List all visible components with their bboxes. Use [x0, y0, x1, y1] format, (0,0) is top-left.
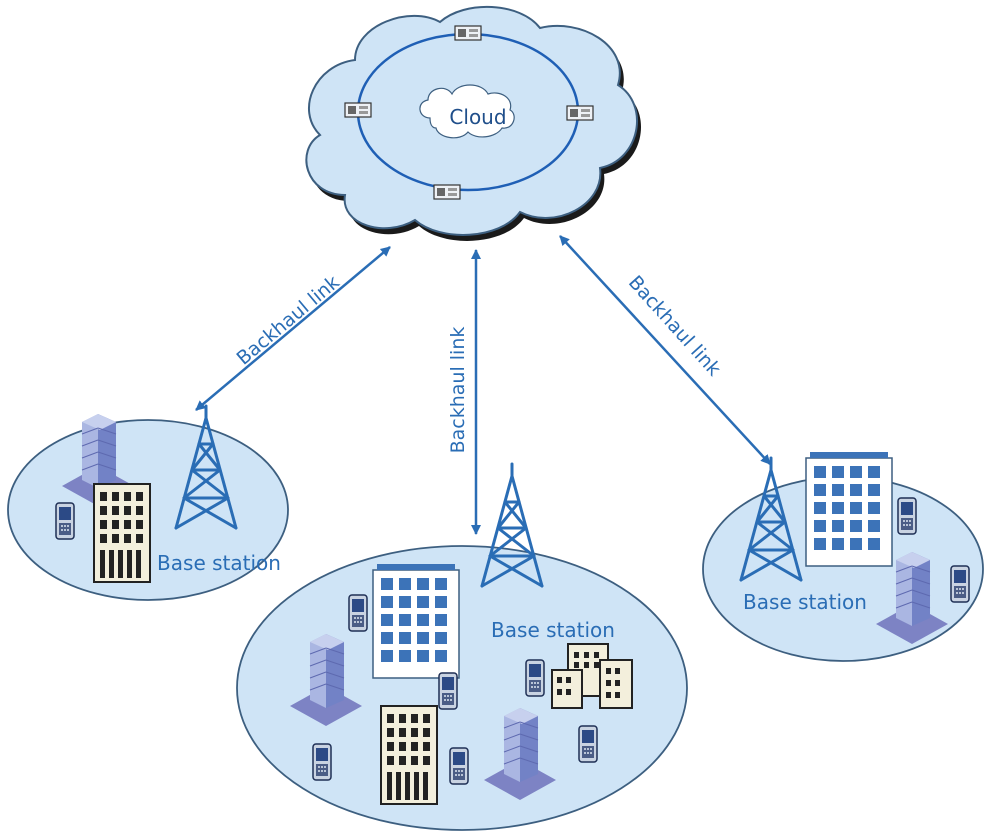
router-icon — [344, 102, 372, 118]
base-station-label-right: Base station — [743, 590, 867, 614]
cloud-label: Cloud — [449, 105, 506, 129]
backhaul-label-center: Backhaul link — [447, 327, 469, 454]
phone-icon — [525, 659, 545, 697]
cell-right: Base station — [702, 451, 984, 662]
phone-icon — [312, 743, 332, 781]
base-station-label-left: Base station — [157, 551, 281, 575]
building-icon — [380, 705, 438, 805]
phone-icon — [578, 725, 598, 763]
cell-center: Base station — [236, 462, 688, 831]
phone-icon — [449, 747, 469, 785]
building-cluster-icon — [551, 643, 633, 709]
router-icon — [433, 184, 461, 200]
building-icon — [372, 563, 460, 679]
backhaul-link-left — [195, 246, 391, 411]
phone-icon — [897, 497, 917, 535]
phone-icon — [55, 502, 75, 540]
building-icon — [805, 451, 893, 567]
phone-icon — [348, 594, 368, 632]
backhaul-label-left: Backhaul link — [233, 271, 344, 369]
building-icon — [93, 483, 151, 583]
base-station-label-center: Base station — [491, 618, 615, 642]
cell-left: Base station — [7, 404, 289, 601]
phone-icon — [950, 565, 970, 603]
backhaul-label-right: Backhaul link — [624, 272, 725, 381]
inner-cloud-icon — [419, 84, 515, 139]
phone-icon — [438, 672, 458, 710]
router-icon — [566, 105, 594, 121]
cloud-icon: Cloud — [305, 5, 642, 241]
backhaul-link-right — [559, 235, 771, 465]
router-icon — [454, 25, 482, 41]
